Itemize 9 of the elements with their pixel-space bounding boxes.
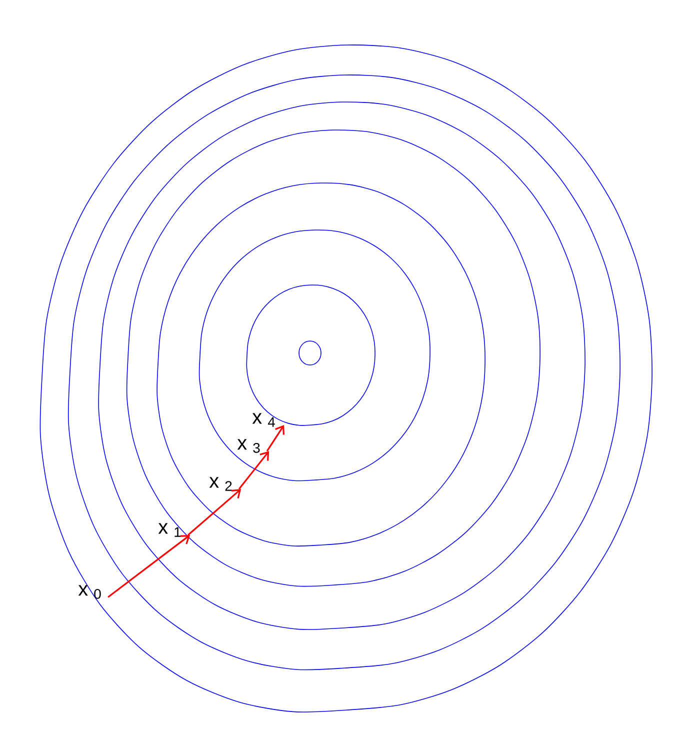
point-label: x $_{3}$ — [237, 439, 260, 453]
point-label: x $_{2}$ — [209, 477, 232, 491]
arrow — [266, 425, 284, 452]
point-label: x $_{1}$ — [158, 523, 181, 537]
arrow — [188, 489, 242, 536]
arrow — [108, 535, 190, 598]
arrow — [238, 451, 270, 490]
point-label: x $_{0}$ — [78, 585, 101, 599]
point-label: x $_{4}$ — [252, 413, 275, 427]
